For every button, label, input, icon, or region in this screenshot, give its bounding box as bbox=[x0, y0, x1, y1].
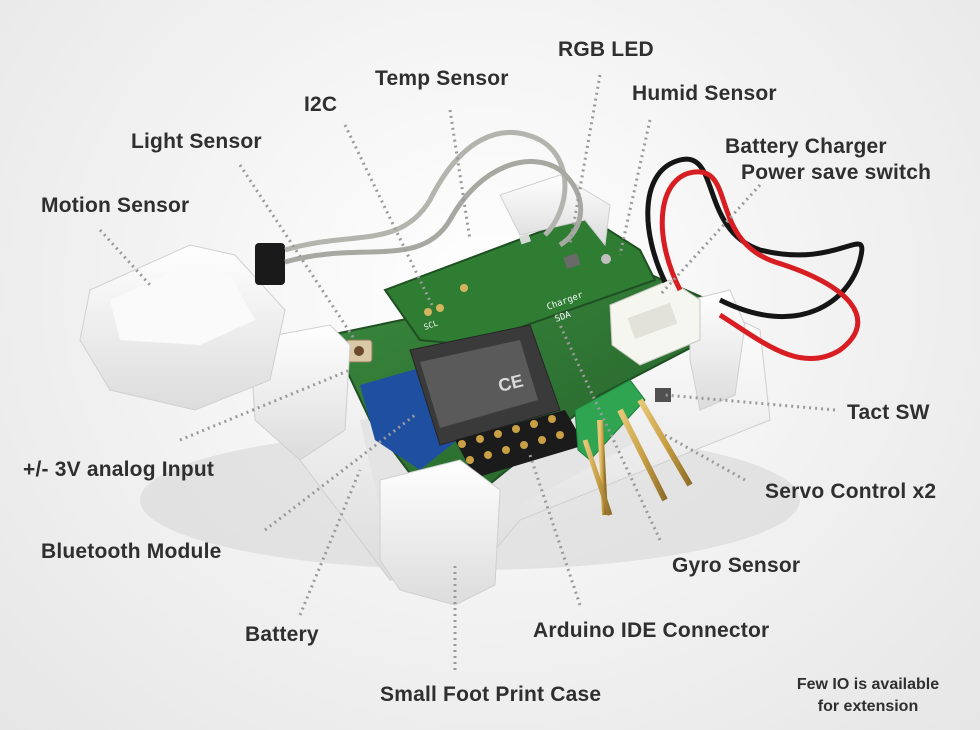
case-front-block bbox=[379, 459, 501, 606]
label-rgb-led: RGB LED bbox=[558, 38, 654, 61]
arduino-ide-connector bbox=[455, 410, 585, 478]
extension-note-line: Few IO is available bbox=[796, 676, 940, 693]
bluetooth-module-shield bbox=[420, 340, 538, 428]
label-tact-sw: Tact SW bbox=[847, 401, 930, 424]
motion-sensor-dome bbox=[110, 265, 255, 345]
rgb-led-chip bbox=[563, 253, 581, 269]
tact-switch bbox=[655, 388, 671, 402]
grey-wire bbox=[284, 159, 584, 265]
i2c-pad bbox=[424, 308, 432, 316]
servo-header bbox=[574, 379, 646, 461]
servo-pins bbox=[582, 398, 693, 516]
label-analog-input: +/- 3V analog Input bbox=[23, 458, 215, 481]
extension-note: Few IO is available for extension bbox=[772, 674, 964, 718]
i2c-pad bbox=[460, 284, 468, 292]
connector-socket bbox=[627, 302, 678, 339]
label-humid-sensor: Humid Sensor bbox=[632, 82, 777, 105]
label-battery: Battery bbox=[245, 623, 319, 646]
temp-sensor-chip bbox=[519, 233, 531, 245]
grey-wire bbox=[284, 130, 568, 253]
label-i2c: I2C bbox=[304, 93, 338, 116]
label-temp-sensor: Temp Sensor bbox=[375, 67, 509, 90]
label-servo-control: Servo Control x2 bbox=[765, 480, 937, 503]
label-gyro-sensor: Gyro Sensor bbox=[672, 554, 801, 577]
humid-sensor bbox=[601, 254, 611, 264]
battery-wire-red bbox=[659, 169, 861, 362]
light-sensor-window bbox=[354, 346, 364, 356]
motion-sensor-plug bbox=[255, 243, 285, 285]
label-power-save-switch: Power save switch bbox=[741, 161, 932, 184]
extension-note-line: for extension bbox=[817, 698, 919, 715]
label-small-foot-print-case: Small Foot Print Case bbox=[380, 683, 602, 706]
battery-wire-black bbox=[645, 156, 865, 320]
i2c-pad bbox=[436, 304, 444, 312]
leader-lines bbox=[98, 74, 836, 670]
arduino-connector-pins bbox=[458, 415, 564, 464]
label-bluetooth-module: Bluetooth Module bbox=[41, 540, 222, 563]
label-battery-charger: Battery Charger bbox=[725, 135, 887, 158]
label-arduino-ide-connector: Arduino IDE Connector bbox=[533, 619, 770, 642]
label-motion-sensor: Motion Sensor bbox=[41, 194, 190, 217]
label-light-sensor: Light Sensor bbox=[131, 130, 262, 153]
case-top-block bbox=[499, 174, 611, 247]
